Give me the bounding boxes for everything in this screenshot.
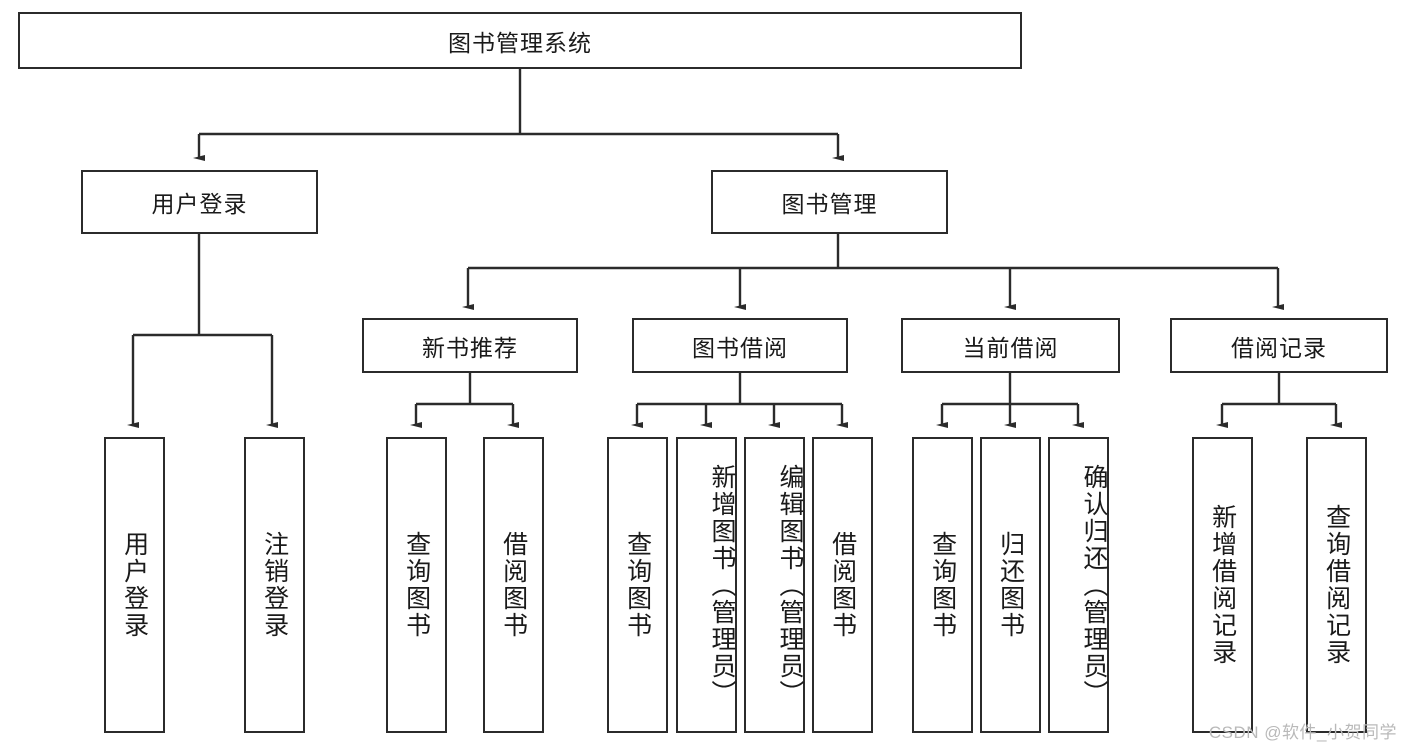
node-label: 编辑图书（管理员） [776, 463, 804, 707]
leaf-query-book-recommend[interactable]: 查询图书 [386, 437, 447, 733]
node-label: 查询图书 [402, 531, 431, 639]
node-label: 查询图书 [623, 531, 652, 639]
node-label: 用户登录 [120, 531, 149, 639]
node-label: 查询借阅记录 [1322, 504, 1351, 666]
node-label: 新书推荐 [422, 334, 518, 361]
node-user-login[interactable]: 用户登录 [81, 170, 318, 234]
node-label: 借阅记录 [1231, 334, 1327, 361]
node-label: 新增图书（管理员） [708, 463, 736, 707]
node-label: 确认归还（管理员） [1080, 463, 1108, 707]
node-label: 借阅图书 [828, 531, 857, 639]
leaf-user-login[interactable]: 用户登录 [104, 437, 165, 733]
node-label: 图书借阅 [692, 334, 788, 361]
leaf-add-borrow-record[interactable]: 新增借阅记录 [1192, 437, 1253, 733]
node-new-book-recommend[interactable]: 新书推荐 [362, 318, 578, 373]
node-label: 用户登录 [151, 191, 248, 217]
leaf-return-book[interactable]: 归还图书 [980, 437, 1041, 733]
node-label: 当前借阅 [962, 334, 1059, 361]
leaf-logout-login[interactable]: 注销登录 [244, 437, 305, 733]
node-label: 图书管理 [781, 191, 878, 217]
leaf-query-book-borrow[interactable]: 查询图书 [607, 437, 668, 733]
leaf-edit-book-admin[interactable]: 编辑图书（管理员） [744, 437, 805, 733]
node-label: 借阅图书 [499, 531, 528, 639]
node-label: 新增借阅记录 [1208, 504, 1237, 666]
node-label: 查询图书 [928, 531, 957, 639]
node-current-borrow[interactable]: 当前借阅 [901, 318, 1120, 373]
leaf-query-borrow-record[interactable]: 查询借阅记录 [1306, 437, 1367, 733]
leaf-query-book-current[interactable]: 查询图书 [912, 437, 973, 733]
leaf-add-book-admin[interactable]: 新增图书（管理员） [676, 437, 737, 733]
watermark: CSDN @软件_小贺同学 [1208, 723, 1397, 742]
node-library-management-system[interactable]: 图书管理系统 [18, 12, 1022, 69]
leaf-borrow-book[interactable]: 借阅图书 [812, 437, 873, 733]
leaf-confirm-return-admin[interactable]: 确认归还（管理员） [1048, 437, 1109, 733]
node-book-management[interactable]: 图书管理 [711, 170, 948, 234]
node-book-borrow[interactable]: 图书借阅 [632, 318, 848, 373]
node-label: 归还图书 [996, 531, 1025, 639]
node-label: 图书管理系统 [448, 29, 592, 56]
node-label: 注销登录 [260, 531, 289, 639]
leaf-borrow-book-recommend[interactable]: 借阅图书 [483, 437, 544, 733]
node-borrow-record[interactable]: 借阅记录 [1170, 318, 1388, 373]
